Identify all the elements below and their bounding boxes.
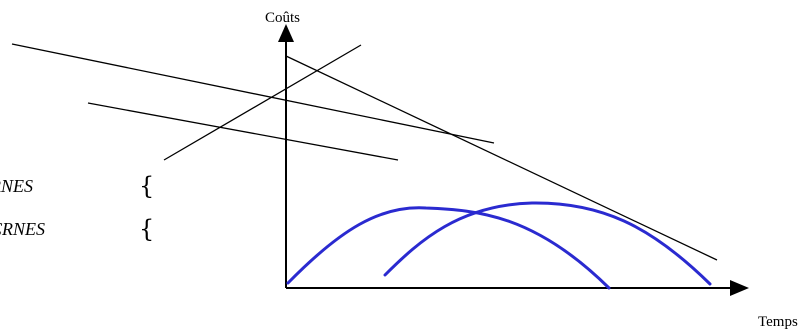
cost-line-long	[11, 43, 495, 144]
y-axis-arrow	[278, 24, 294, 42]
curve-left	[286, 206, 611, 290]
label-item-1: RNES	[0, 176, 33, 196]
label-item-2: CRNES	[0, 219, 45, 239]
brace-1: {	[139, 172, 154, 200]
y-axis-label: Coûts	[265, 10, 300, 26]
x-axis-label: Temps	[758, 314, 798, 330]
x-axis-arrow	[730, 280, 749, 296]
cost-line-short	[87, 102, 399, 161]
brace-2: {	[139, 215, 154, 243]
cost-line-falling	[285, 55, 718, 261]
cost-line-rising	[163, 44, 362, 161]
curve-right	[383, 201, 712, 286]
